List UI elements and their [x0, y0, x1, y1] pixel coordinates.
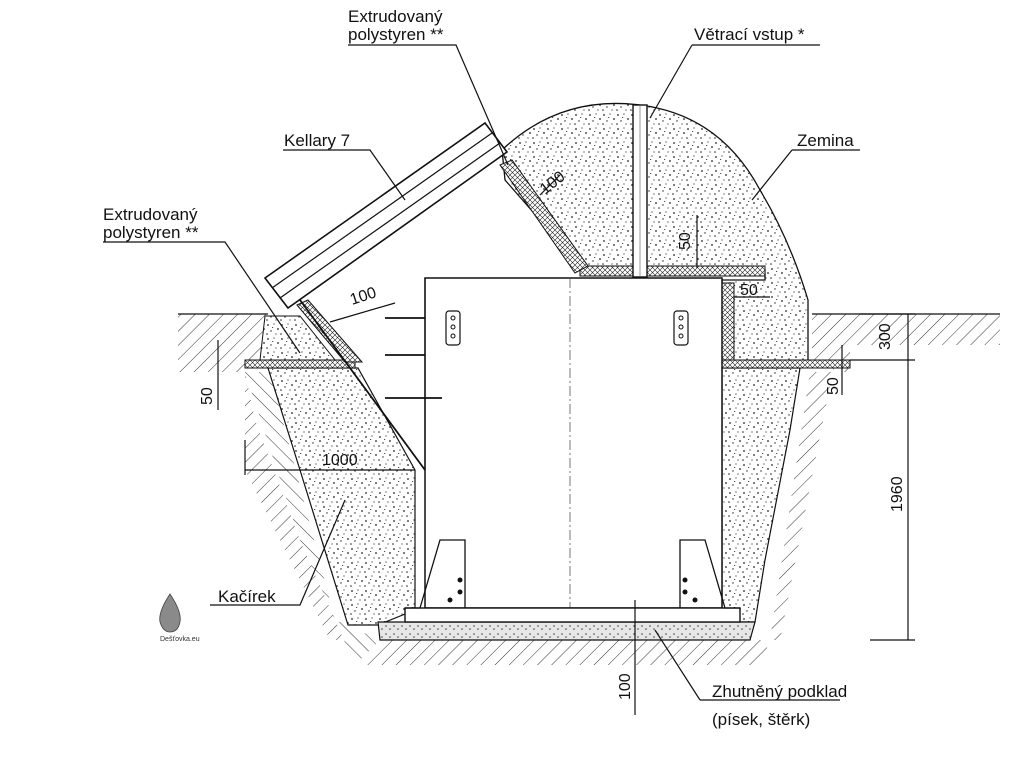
label-xps-left-2: polystyren ** — [103, 223, 199, 242]
xps-entrance-top — [499, 159, 589, 274]
gravel-backfill-left — [267, 367, 416, 626]
label-xps-left-1: Extrudovaný — [103, 205, 198, 224]
dim-height: 1960 — [889, 476, 906, 512]
kellary-hatch — [263, 121, 509, 310]
watermark-text: Dešťovka.eu — [160, 636, 200, 643]
label-xps-top-2: polystyren ** — [348, 25, 444, 44]
entrance-ramp — [299, 278, 442, 471]
dimension-lines — [217, 174, 915, 715]
dim-side-gap: 50 — [740, 282, 758, 299]
dim-base: 100 — [617, 673, 634, 700]
cellar-body — [404, 277, 741, 623]
dim-cover-depth: 300 — [877, 323, 894, 350]
vent-pipe — [632, 104, 648, 278]
dim-left-insulation: 100 — [348, 284, 379, 308]
label-base-2: (písek, štěrk) — [712, 710, 810, 729]
dim-right-layer: 50 — [825, 377, 842, 395]
label-soil: Zemina — [797, 131, 854, 150]
xps-layer-right — [721, 359, 851, 369]
leader-lines — [103, 44, 860, 701]
dim-width: 1000 — [322, 452, 358, 469]
xps-side-right — [721, 282, 735, 361]
dim-vent-offset: 50 — [677, 232, 694, 250]
label-vent: Větrací vstup * — [694, 25, 805, 44]
xps-layer-left — [244, 359, 356, 369]
xps-entrance-left — [296, 299, 364, 363]
water-drop-icon — [159, 593, 181, 633]
label-gravel: Kačírek — [218, 587, 276, 606]
label-xps-top-1: Extrudovaný — [348, 7, 443, 26]
watermark: Dešťovka.eu — [159, 593, 200, 643]
xps-roof-layer — [579, 265, 766, 277]
dim-left-layer: 50 — [199, 387, 216, 405]
label-kellary: Kellary 7 — [284, 131, 350, 150]
label-base-1: Zhutněný podklad — [712, 682, 847, 701]
compacted-base — [377, 621, 756, 641]
